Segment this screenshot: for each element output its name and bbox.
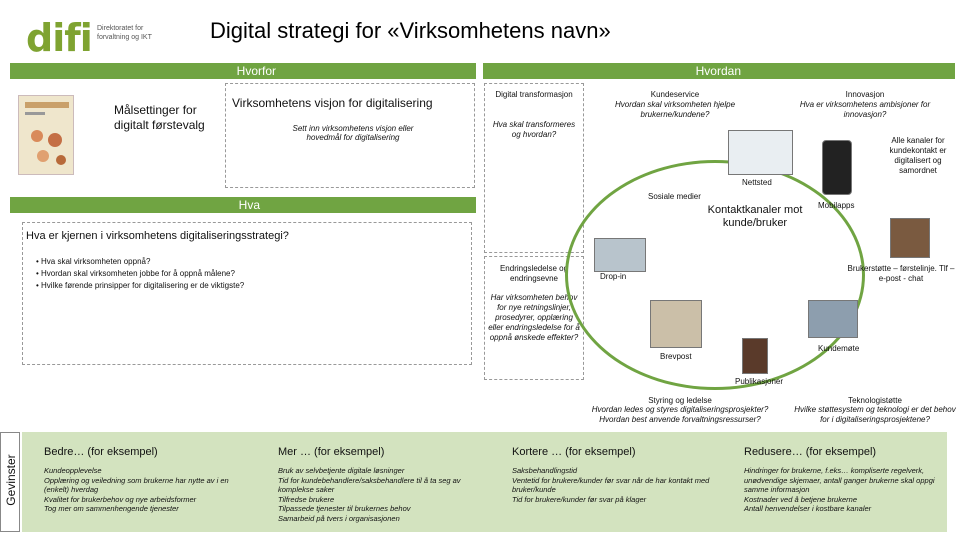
visjon-text: Sett inn virksomhetens visjon eller hove…: [278, 124, 428, 142]
bar-hva: Hva: [10, 197, 476, 213]
logo-subtitle: Direktoratet for forvaltning og IKT: [97, 24, 177, 42]
kjerne-box: [22, 222, 472, 365]
page-title: Digital strategi for «Virksomhetens navn…: [210, 18, 611, 44]
kontaktkanaler-title: Kontaktkanaler mot kunde/bruker: [700, 204, 810, 230]
list-item: Hindringer for brukerne, f.eks… komplise…: [744, 466, 939, 495]
publikasjon-cover: [742, 338, 768, 374]
list-item: Hvilke førende prinsipper for digitalise…: [36, 280, 244, 292]
list-item: Kundeopplevelse: [44, 466, 244, 476]
list-item: Ventetid for brukere/kunder før svar når…: [512, 476, 722, 495]
channel-publikasjoner: Publikasjoner: [735, 377, 783, 387]
list-item: Tid for brukere/kunder før svar på klage…: [512, 495, 722, 505]
list-item: Tilfredse brukere: [278, 495, 488, 505]
kundeservice-title: Kundeservice: [600, 90, 750, 100]
brevpost-photo: [650, 300, 702, 348]
digital-transformasjon-box: [484, 83, 584, 253]
gevinster-label-box: Gevinster: [0, 432, 20, 532]
list-item: Opplæring og veiledning som brukerne har…: [44, 476, 244, 495]
visjon-title: Virksomhetens visjon for digitalisering: [232, 96, 433, 110]
list-item: Tilpassede tjenester til brukernes behov: [278, 504, 488, 514]
list-item: Bruk av selvbetjente digitale løsninger: [278, 466, 488, 476]
strategy-document-thumbnail: [18, 95, 74, 175]
gevinst-col-mer: Mer … (for eksempel) Bruk av selvbetjent…: [278, 446, 488, 523]
drop-in-photo: [594, 238, 646, 272]
brukerstotte-photo: [890, 218, 930, 258]
innovasjon-title: Innovasjon: [790, 90, 940, 100]
mobile-phone-image: [822, 140, 852, 195]
malsettinger-label: Målsettinger for digitalt førstevalg: [114, 103, 224, 133]
nettsted-screenshot: [728, 130, 793, 175]
logo-wordmark: difi: [26, 16, 92, 60]
bar-hvorfor: Hvorfor: [10, 63, 476, 79]
list-item: Tog mer om sammenhengende tjenester: [44, 504, 244, 514]
channel-sosiale-medier: Sosiale medier: [648, 192, 701, 202]
list-item: Tid for kundebehandlere/saksbehandlere t…: [278, 476, 488, 495]
channel-mobilapps: Mobilapps: [818, 201, 854, 211]
channel-brukerstotte: Brukerstøtte – førstelinje. Tlf – e-post…: [846, 264, 956, 284]
gevinst-col-redusere: Redusere… (for eksempel) Hindringer for …: [744, 446, 939, 514]
list-item: Antall henvendelser i kostbare kanaler: [744, 504, 939, 514]
channel-brevpost: Brevpost: [660, 352, 692, 362]
list-item: Saksbehandlingstid: [512, 466, 722, 476]
channel-kundemote: Kundemøte: [818, 344, 859, 354]
list-item: Hvordan skal virksomheten jobbe for å op…: [36, 268, 244, 280]
list-item: Kostnader ved å betjene brukerne: [744, 495, 939, 505]
bar-hvordan: Hvordan: [483, 63, 955, 79]
digital-transformasjon-text: Hva skal transformeres og hvordan?: [488, 120, 580, 140]
kundeservice-text: Hvordan skal virksomheten hjelpe brukern…: [600, 100, 750, 120]
gevinst-col-kortere: Kortere … (for eksempel) Saksbehandlings…: [512, 446, 722, 504]
list-item: Hva skal virksomheten oppnå?: [36, 256, 244, 268]
channel-drop-in: Drop-in: [600, 272, 626, 282]
list-item: Samarbeid på tvers i organisasjonen: [278, 514, 488, 524]
innovasjon-text: Hva er virksomhetens ambisjoner for inno…: [790, 100, 940, 120]
teknologi-text: Hvilke støttesystem og teknologi er det …: [790, 405, 960, 425]
digital-transformasjon-title: Digital transformasjon: [488, 90, 580, 100]
gevinster-label: Gevinster: [4, 440, 18, 520]
kjerne-title: Hva er kjernen i virksomhetens digitalis…: [26, 230, 289, 242]
gevinst-col-title: Redusere… (for eksempel): [744, 446, 939, 458]
gevinster-panel: Bedre… (for eksempel) Kundeopplevelse Op…: [22, 432, 947, 532]
channel-nettsted: Nettsted: [742, 178, 772, 188]
list-item: Kvalitet for brukerbehov og nye arbeidsf…: [44, 495, 244, 505]
gevinst-col-title: Bedre… (for eksempel): [44, 446, 244, 458]
difi-logo: difi Direktoratet for forvaltning og IKT: [12, 10, 162, 50]
kanaler-note: Alle kanaler for kundekontakt er digital…: [878, 136, 958, 176]
kjerne-list: Hva skal virksomheten oppnå? Hvordan ska…: [36, 256, 244, 292]
document-illustration: [19, 96, 75, 176]
endringsledelse-text: Har virksomheten behov for nye retningsl…: [488, 293, 580, 343]
gevinst-col-title: Kortere … (for eksempel): [512, 446, 722, 458]
styring-text: Hvordan ledes og styres digitaliseringsp…: [580, 405, 780, 425]
gevinst-col-bedre: Bedre… (for eksempel) Kundeopplevelse Op…: [44, 446, 244, 514]
kundemote-photo: [808, 300, 858, 338]
gevinst-col-title: Mer … (for eksempel): [278, 446, 488, 458]
